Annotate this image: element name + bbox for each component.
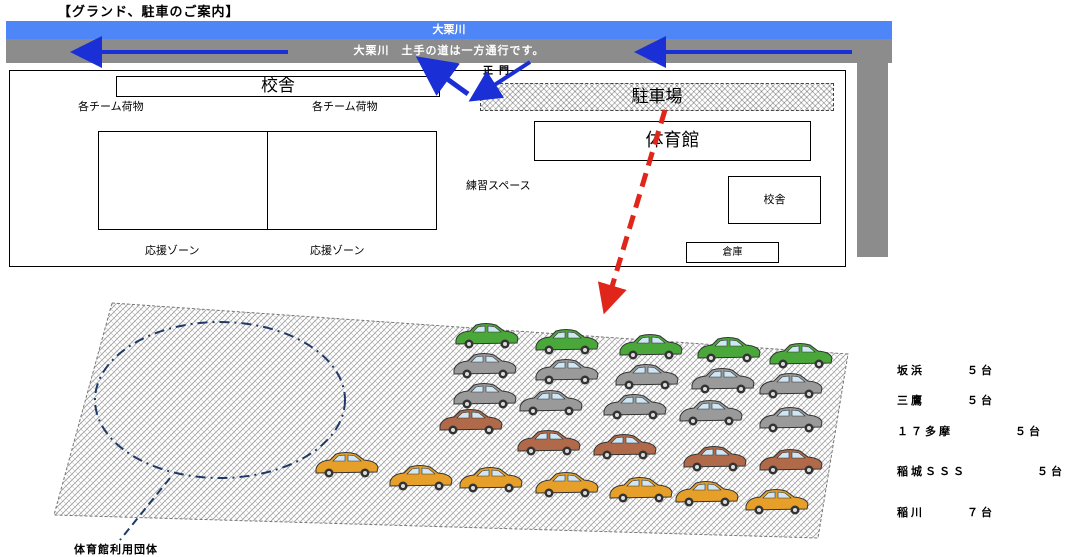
car-icon (535, 472, 599, 498)
allocation-count: ５台 (967, 394, 995, 407)
one-way-notice: 大栗川 土手の道は一方通行です。 (353, 44, 545, 57)
allocation-team: １７多摩 (897, 425, 953, 438)
car-icon (679, 400, 743, 426)
car-icon (759, 407, 823, 433)
page-title: 【グランド、駐車のご案内】 (58, 5, 240, 20)
river-label: 大栗川 (432, 23, 466, 36)
allocation-row-4: 稲川 ７台 (897, 504, 995, 520)
allocation-count: ７台 (967, 506, 995, 519)
car-icon (609, 477, 673, 503)
side-road (857, 63, 888, 257)
allocation-count: ５台 (1037, 465, 1065, 478)
car-icon (759, 449, 823, 475)
gym-users-pointer (119, 477, 171, 541)
practice-space-label: 練習スペース (466, 179, 531, 192)
gate-exit-arrow (415, 56, 470, 97)
cheer-zone-label-1: 応援ゾーン (145, 244, 200, 257)
car-icon (593, 434, 657, 460)
car-icon (455, 323, 519, 349)
car-icon (769, 343, 833, 369)
car-icon (675, 481, 739, 507)
car-icon (619, 334, 683, 360)
car-icon (745, 489, 809, 515)
team-luggage-label-1: 各チーム荷物 (78, 100, 144, 113)
car-icon (517, 430, 581, 456)
car-icon (519, 390, 583, 416)
car-icon (315, 452, 379, 478)
allocation-team: 坂浜 (897, 364, 925, 377)
car-icon (439, 409, 503, 435)
cheer-zone-box-2 (267, 131, 437, 230)
allocation-row-3: 稲城ＳＳＳ ５台 (897, 463, 1065, 479)
allocation-row-2: １７多摩 ５台 (897, 423, 1043, 439)
car-icon (615, 364, 679, 390)
car-icon (535, 359, 599, 385)
parked-cars (315, 323, 833, 515)
car-icon (697, 337, 761, 363)
cheer-zone-label-2: 応援ゾーン (310, 244, 365, 257)
allocation-row-0: 坂浜 ５台 (897, 362, 995, 378)
car-icon (453, 353, 517, 379)
school-building-main: 校舎 (116, 76, 440, 97)
parking-area: 駐車場 (480, 83, 834, 111)
car-icon (603, 394, 667, 420)
school-building-side: 校舎 (728, 176, 821, 224)
gym-users-area (94, 321, 346, 479)
team-luggage-label-2: 各チーム荷物 (312, 100, 378, 113)
gymnasium: 体育館 (534, 121, 811, 161)
allocation-count: ５台 (967, 364, 995, 377)
car-icon (683, 446, 747, 472)
river-band (6, 21, 892, 39)
route-to-parking-arrow (597, 109, 668, 315)
gate-entry-arrow (468, 60, 532, 102)
car-icon (389, 465, 453, 491)
car-icon (759, 373, 823, 399)
allocation-team: 稲川 (897, 506, 925, 519)
allocation-row-1: 三鷹 ５台 (897, 392, 995, 408)
car-icon (535, 329, 599, 355)
gym-users-label: 体育館利用団体 (74, 543, 158, 556)
allocation-count: ５台 (1015, 425, 1043, 438)
allocation-team: 稲城ＳＳＳ (897, 465, 967, 478)
car-icon (459, 467, 523, 493)
car-icon (453, 383, 517, 409)
allocation-team: 三鷹 (897, 394, 925, 407)
warehouse: 倉庫 (686, 242, 779, 263)
car-icon (691, 368, 755, 394)
